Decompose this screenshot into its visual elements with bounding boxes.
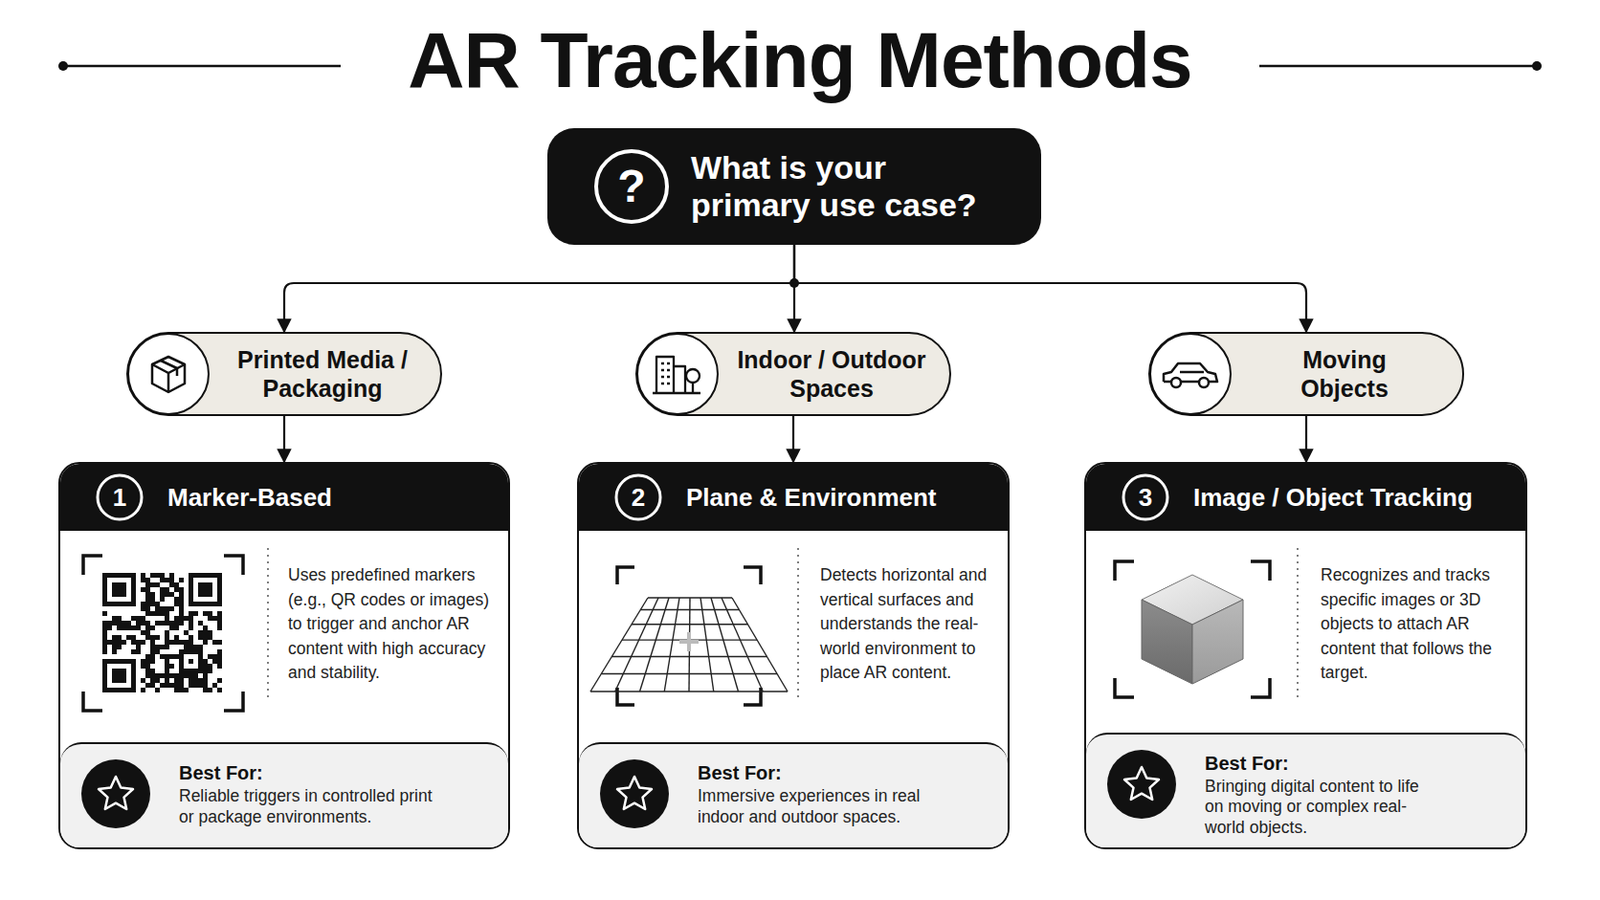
car-icon xyxy=(1148,332,1233,417)
best-for-text: Bringing digital content to life on movi… xyxy=(1204,777,1430,840)
best-for-box: Best For:Bringing digital content to lif… xyxy=(1086,733,1526,849)
pill-label-line: Printed Media / Packaging xyxy=(222,345,423,403)
step-number: 2 xyxy=(615,483,662,512)
pill-label-line: Indoor / Outdoor Spaces xyxy=(729,345,934,403)
pill-label: Printed Media / Packaging xyxy=(220,333,425,415)
pill-label: Indoor / Outdoor Spaces xyxy=(729,333,934,415)
flow-connector xyxy=(284,244,795,333)
use-case-pill: Printed Media / Packaging xyxy=(126,332,443,417)
best-for-text: Immersive experiences in real indoor and… xyxy=(697,786,937,828)
pill-label-line: Moving Objects xyxy=(1282,345,1407,403)
question-mark: ? xyxy=(596,160,667,213)
cube-object xyxy=(1111,557,1274,702)
best-for-heading: Best For: xyxy=(1204,752,1289,776)
step-number: 1 xyxy=(96,483,143,512)
question-text: What is your primary use case? xyxy=(690,128,1007,245)
card-description: Recognizes and tracks specific images or… xyxy=(1320,563,1512,687)
star-badge xyxy=(60,744,176,850)
best-for-box: Best For:Immersive experiences in real i… xyxy=(578,742,1008,848)
use-case-pill: Indoor / Outdoor Spaces xyxy=(635,332,952,417)
building-icon xyxy=(635,332,720,417)
flow-connector xyxy=(1305,416,1308,463)
step-number: 3 xyxy=(1122,483,1169,512)
question-box: ? What is your primary use case? xyxy=(547,128,1042,245)
method-card: 2 Plane & EnvironmentDetects horizontal a… xyxy=(577,462,1010,850)
flow-connector xyxy=(283,416,286,463)
rule-dot xyxy=(58,61,68,71)
card-description: Detects horizontal and vertical surfaces… xyxy=(820,563,1002,687)
best-for-heading: Best For: xyxy=(697,761,782,785)
rule-line xyxy=(63,65,341,68)
qr-marker xyxy=(79,552,247,715)
best-for-text: Reliable triggers in controlled print or… xyxy=(178,786,438,828)
diagram-title: AR Tracking Methods xyxy=(0,19,1600,102)
method-card: 1 Marker-BasedUses predefined markers (e.… xyxy=(58,462,511,850)
flow-connector xyxy=(794,244,1307,333)
flow-connector xyxy=(792,416,795,463)
rule-line xyxy=(1259,65,1537,68)
package-icon xyxy=(126,332,211,417)
use-case-pill: Moving Objects xyxy=(1148,332,1465,417)
card-title: Marker-Based xyxy=(167,483,333,512)
separator xyxy=(1294,548,1301,702)
pill-label: Moving Objects xyxy=(1242,333,1447,415)
card-title: Plane & Environment xyxy=(686,483,937,512)
best-for-heading: Best For: xyxy=(178,761,264,785)
card-title: Image / Object Tracking xyxy=(1193,483,1473,512)
method-card: 3 Image / Object TrackingRecognizes and t… xyxy=(1084,462,1528,850)
separator xyxy=(265,548,271,702)
star-badge xyxy=(1086,734,1201,841)
star-badge xyxy=(578,744,694,850)
best-for-box: Best For:Reliable triggers in controlled… xyxy=(60,742,509,848)
plane-grid xyxy=(588,559,795,713)
separator xyxy=(795,548,801,702)
card-description: Uses predefined markers (e.g., QR codes … xyxy=(288,563,501,687)
rule-dot xyxy=(1532,61,1542,71)
